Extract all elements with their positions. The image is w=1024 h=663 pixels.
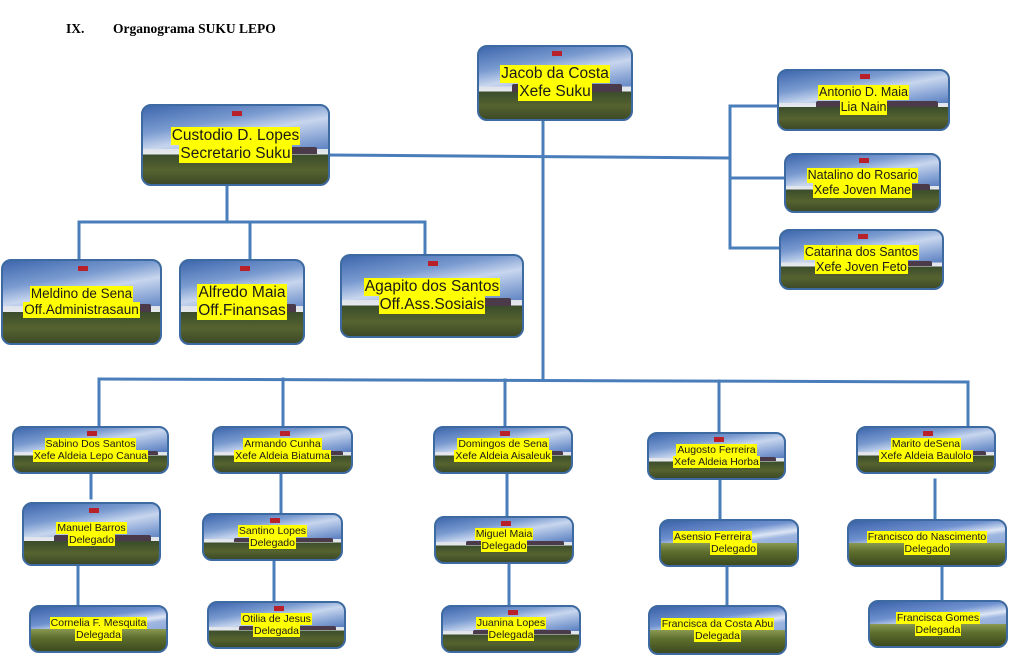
node-xefe-suku: Jacob da Costa Xefe Suku — [477, 45, 633, 121]
node-xefe-aldeia: Armando Cunha Xefe Aldeia Biatuma — [212, 426, 353, 474]
node-name: Meldino de Sena — [29, 286, 134, 302]
node-name: Asensio Ferreira — [673, 530, 753, 543]
node-xefe-joven-feto: Catarina dos Santos Xefe Joven Feto — [779, 229, 944, 290]
node-name: Alfredo Maia — [197, 283, 287, 302]
node-name: Custodio D. Lopes — [170, 126, 301, 145]
node-delegada: Juanina Lopes Delegada — [441, 605, 581, 653]
node-role: Delegada — [914, 624, 962, 637]
node-role: Xefe Aldeia Lepo Canua — [32, 450, 149, 463]
node-role: Delegado — [68, 534, 115, 547]
node-role: Off.Finansas — [197, 302, 287, 321]
node-name: Domingos de Sena — [457, 437, 549, 450]
node-role: Delegado — [480, 540, 528, 553]
node-role: Xefe Aldeia Horba — [673, 456, 760, 469]
section-number: IX. — [66, 21, 85, 36]
node-name: Manuel Barros — [56, 521, 127, 534]
node-delegado: Francisco do Nascimento Delegado — [847, 519, 1007, 567]
node-role: Off.Ass.Sosiais — [378, 296, 486, 315]
node-secretario-suku: Custodio D. Lopes Secretario Suku — [141, 104, 330, 186]
node-role: Xefe Joven Feto — [814, 259, 909, 275]
node-role: Xefe Aldeia Biatuma — [234, 450, 331, 463]
node-xefe-joven-mane: Natalino do Rosario Xefe Joven Mane — [784, 153, 941, 213]
node-name: Catarina dos Santos — [803, 244, 920, 260]
node-xefe-aldeia: Sabino Dos Santos Xefe Aldeia Lepo Canua — [12, 426, 169, 474]
node-name: Juanina Lopes — [475, 616, 547, 629]
node-name: Natalino do Rosario — [806, 168, 919, 183]
node-name: Sabino Dos Santos — [44, 437, 137, 450]
node-delegada: Otilia de Jesus Delegada — [207, 601, 346, 649]
node-delegada: Francisca Gomes Delegada — [868, 600, 1008, 648]
connector-secretary-right — [326, 153, 732, 160]
node-xefe-aldeia: Marito deSena Xefe Aldeia Baulolo — [856, 426, 996, 474]
node-name: Cornelia F. Mesquita — [49, 616, 148, 629]
node-name: Miguel Maia — [474, 527, 534, 540]
node-off-finansas: Alfredo Maia Off.Finansas — [179, 259, 305, 345]
node-role: Delegada — [694, 630, 741, 643]
node-role: Delegada — [75, 629, 122, 642]
connector-aldeia-bar — [97, 377, 970, 384]
node-role: Secretario Suku — [179, 145, 292, 164]
node-name: Francisca Gomes — [895, 611, 981, 624]
node-role: Lia Nain — [839, 100, 888, 115]
node-delegado: Manuel Barros Delegado — [22, 502, 161, 566]
node-off-ass-sosiais: Agapito dos Santos Off.Ass.Sosiais — [340, 254, 524, 338]
node-delegada: Cornelia F. Mesquita Delegada — [29, 605, 168, 653]
node-delegado: Miguel Maia Delegado — [434, 516, 574, 564]
node-xefe-aldeia: Domingos de Sena Xefe Aldeia Aisaleuk — [433, 426, 573, 474]
node-role: Xefe Joven Mane — [812, 183, 913, 198]
node-name: Jacob da Costa — [500, 64, 610, 83]
node-name: Santino Lopes — [237, 524, 308, 537]
node-role: Xefe Aldeia Aisaleuk — [454, 450, 552, 463]
node-role: Delegado — [903, 543, 951, 556]
node-off-administrasaun: Meldino de Sena Off.Administrasaun — [1, 259, 162, 345]
node-delegada: Francisca da Costa Abu Delegada — [648, 605, 787, 655]
node-xefe-aldeia: Augosto Ferreira Xefe Aldeia Horba — [647, 432, 786, 480]
node-role: Xefe Aldeia Baulolo — [879, 450, 973, 463]
node-name: Otilia de Jesus — [241, 612, 312, 625]
node-role: Delegada — [253, 625, 300, 638]
node-role: Delegado — [249, 537, 296, 550]
node-role: Delegado — [710, 543, 757, 556]
node-name: Francisco do Nascimento — [866, 530, 988, 543]
node-name: Francisca da Costa Abu — [660, 617, 775, 630]
node-role: Xefe Suku — [518, 83, 592, 102]
node-lia-nain: Antonio D. Maia Lia Nain — [777, 69, 950, 131]
node-name: Agapito dos Santos — [363, 277, 501, 296]
node-delegado: Santino Lopes Delegado — [202, 513, 343, 561]
node-name: Armando Cunha — [243, 437, 322, 450]
section-title: Organograma SUKU LEPO — [113, 21, 276, 36]
node-role: Delegada — [487, 629, 535, 642]
node-name: Augosto Ferreira — [676, 443, 757, 456]
node-delegado: Asensio Ferreira Delegado — [659, 519, 799, 567]
node-name: Marito deSena — [890, 437, 962, 450]
node-name: Antonio D. Maia — [818, 85, 909, 100]
node-role: Off.Administrasaun — [23, 302, 140, 318]
